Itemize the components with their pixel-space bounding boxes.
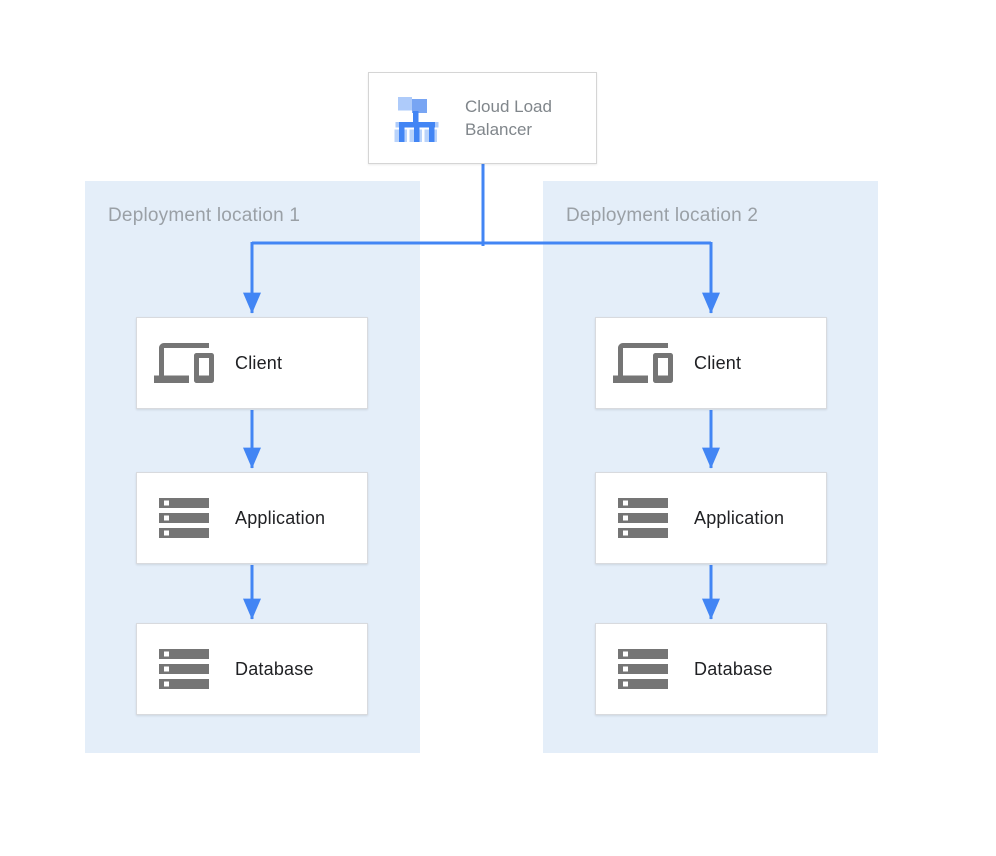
node-label: Application (694, 507, 785, 528)
devices-icon (613, 333, 673, 393)
server-stack-icon (613, 639, 673, 699)
server-stack-icon (154, 488, 214, 548)
devices-icon (154, 333, 214, 393)
database-node-1: Database (136, 623, 368, 715)
region-label: Deployment location 2 (566, 205, 759, 226)
database-node-2: Database (595, 623, 827, 715)
cloud-load-balancer-label: Cloud Load Balancer (465, 97, 552, 139)
server-stack-icon (154, 639, 214, 699)
node-label: Application (235, 507, 326, 528)
client-node-2: Client (595, 317, 827, 409)
application-node-2: Application (595, 472, 827, 564)
region-label: Deployment location 1 (108, 205, 301, 226)
server-stack-icon (613, 488, 673, 548)
client-node-1: Client (136, 317, 368, 409)
node-label: Database (235, 658, 314, 679)
node-label: Client (694, 352, 742, 373)
node-label: Database (694, 658, 773, 679)
cloud-load-balancer-node: Cloud Load Balancer (368, 72, 597, 164)
node-label: Client (235, 352, 283, 373)
application-node-1: Application (136, 472, 368, 564)
cloud-load-balancer-icon (394, 97, 439, 142)
